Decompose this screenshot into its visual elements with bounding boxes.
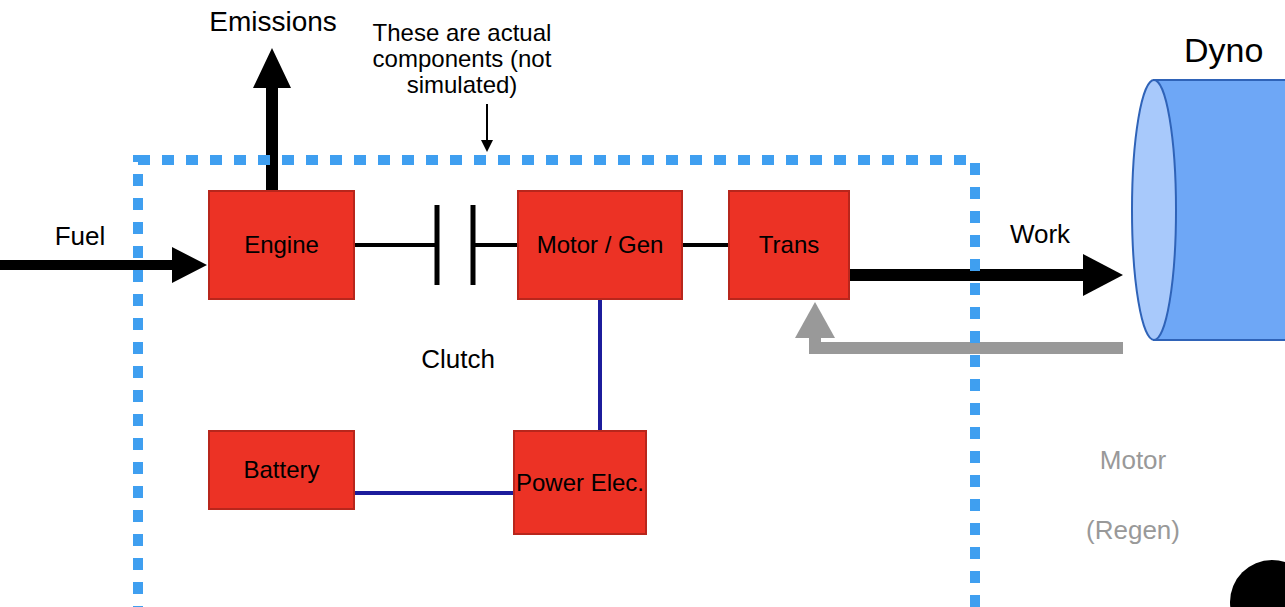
connector-line bbox=[598, 300, 602, 430]
component-box: Battery bbox=[208, 430, 355, 510]
boundary-note: These are actual components (not simulat… bbox=[352, 20, 572, 98]
connector-line bbox=[815, 337, 1123, 348]
connector bbox=[355, 245, 517, 246]
box-label: Motor / Gen bbox=[519, 232, 681, 258]
arrow-head bbox=[1083, 254, 1123, 296]
box-label: Engine bbox=[210, 232, 353, 258]
connector-label: Clutch bbox=[408, 345, 508, 375]
connector bbox=[795, 302, 1123, 348]
component-box: Engine bbox=[208, 190, 355, 300]
box-label: Power Elec. bbox=[515, 470, 645, 496]
connector-label: Work bbox=[990, 220, 1090, 250]
component-box: Motor / Gen bbox=[517, 190, 683, 300]
connector bbox=[600, 300, 601, 430]
connector-label: Motor (Regen) bbox=[1078, 425, 1188, 565]
pointer-line bbox=[486, 104, 488, 141]
emissions-arrow bbox=[253, 48, 291, 190]
logo-badge bbox=[1230, 560, 1285, 607]
connector-line bbox=[850, 269, 1084, 281]
box-label: Battery bbox=[210, 457, 353, 483]
connector-line bbox=[683, 243, 728, 247]
dyno-shape bbox=[1128, 30, 1285, 360]
box-label: Trans bbox=[730, 232, 848, 258]
system-boundary: These are actual components (not simulat… bbox=[133, 155, 980, 607]
fuel-arrow bbox=[0, 247, 207, 283]
connector bbox=[850, 254, 1123, 296]
dashed-border bbox=[138, 160, 975, 607]
connector bbox=[683, 245, 728, 246]
component-box: Power Elec. bbox=[513, 430, 647, 535]
component-box: Trans bbox=[728, 190, 850, 300]
dyno-drum: Dyno bbox=[1128, 30, 1285, 360]
connector-line bbox=[355, 243, 517, 247]
connector bbox=[355, 493, 513, 494]
flow-label: Emissions bbox=[178, 6, 368, 38]
dyno-label: Dyno bbox=[1184, 32, 1263, 69]
pointer-head bbox=[481, 140, 493, 152]
connector-line bbox=[355, 491, 513, 495]
flow-label: Fuel bbox=[40, 222, 120, 252]
arrow-head bbox=[795, 302, 835, 338]
drum-face bbox=[1132, 80, 1176, 340]
